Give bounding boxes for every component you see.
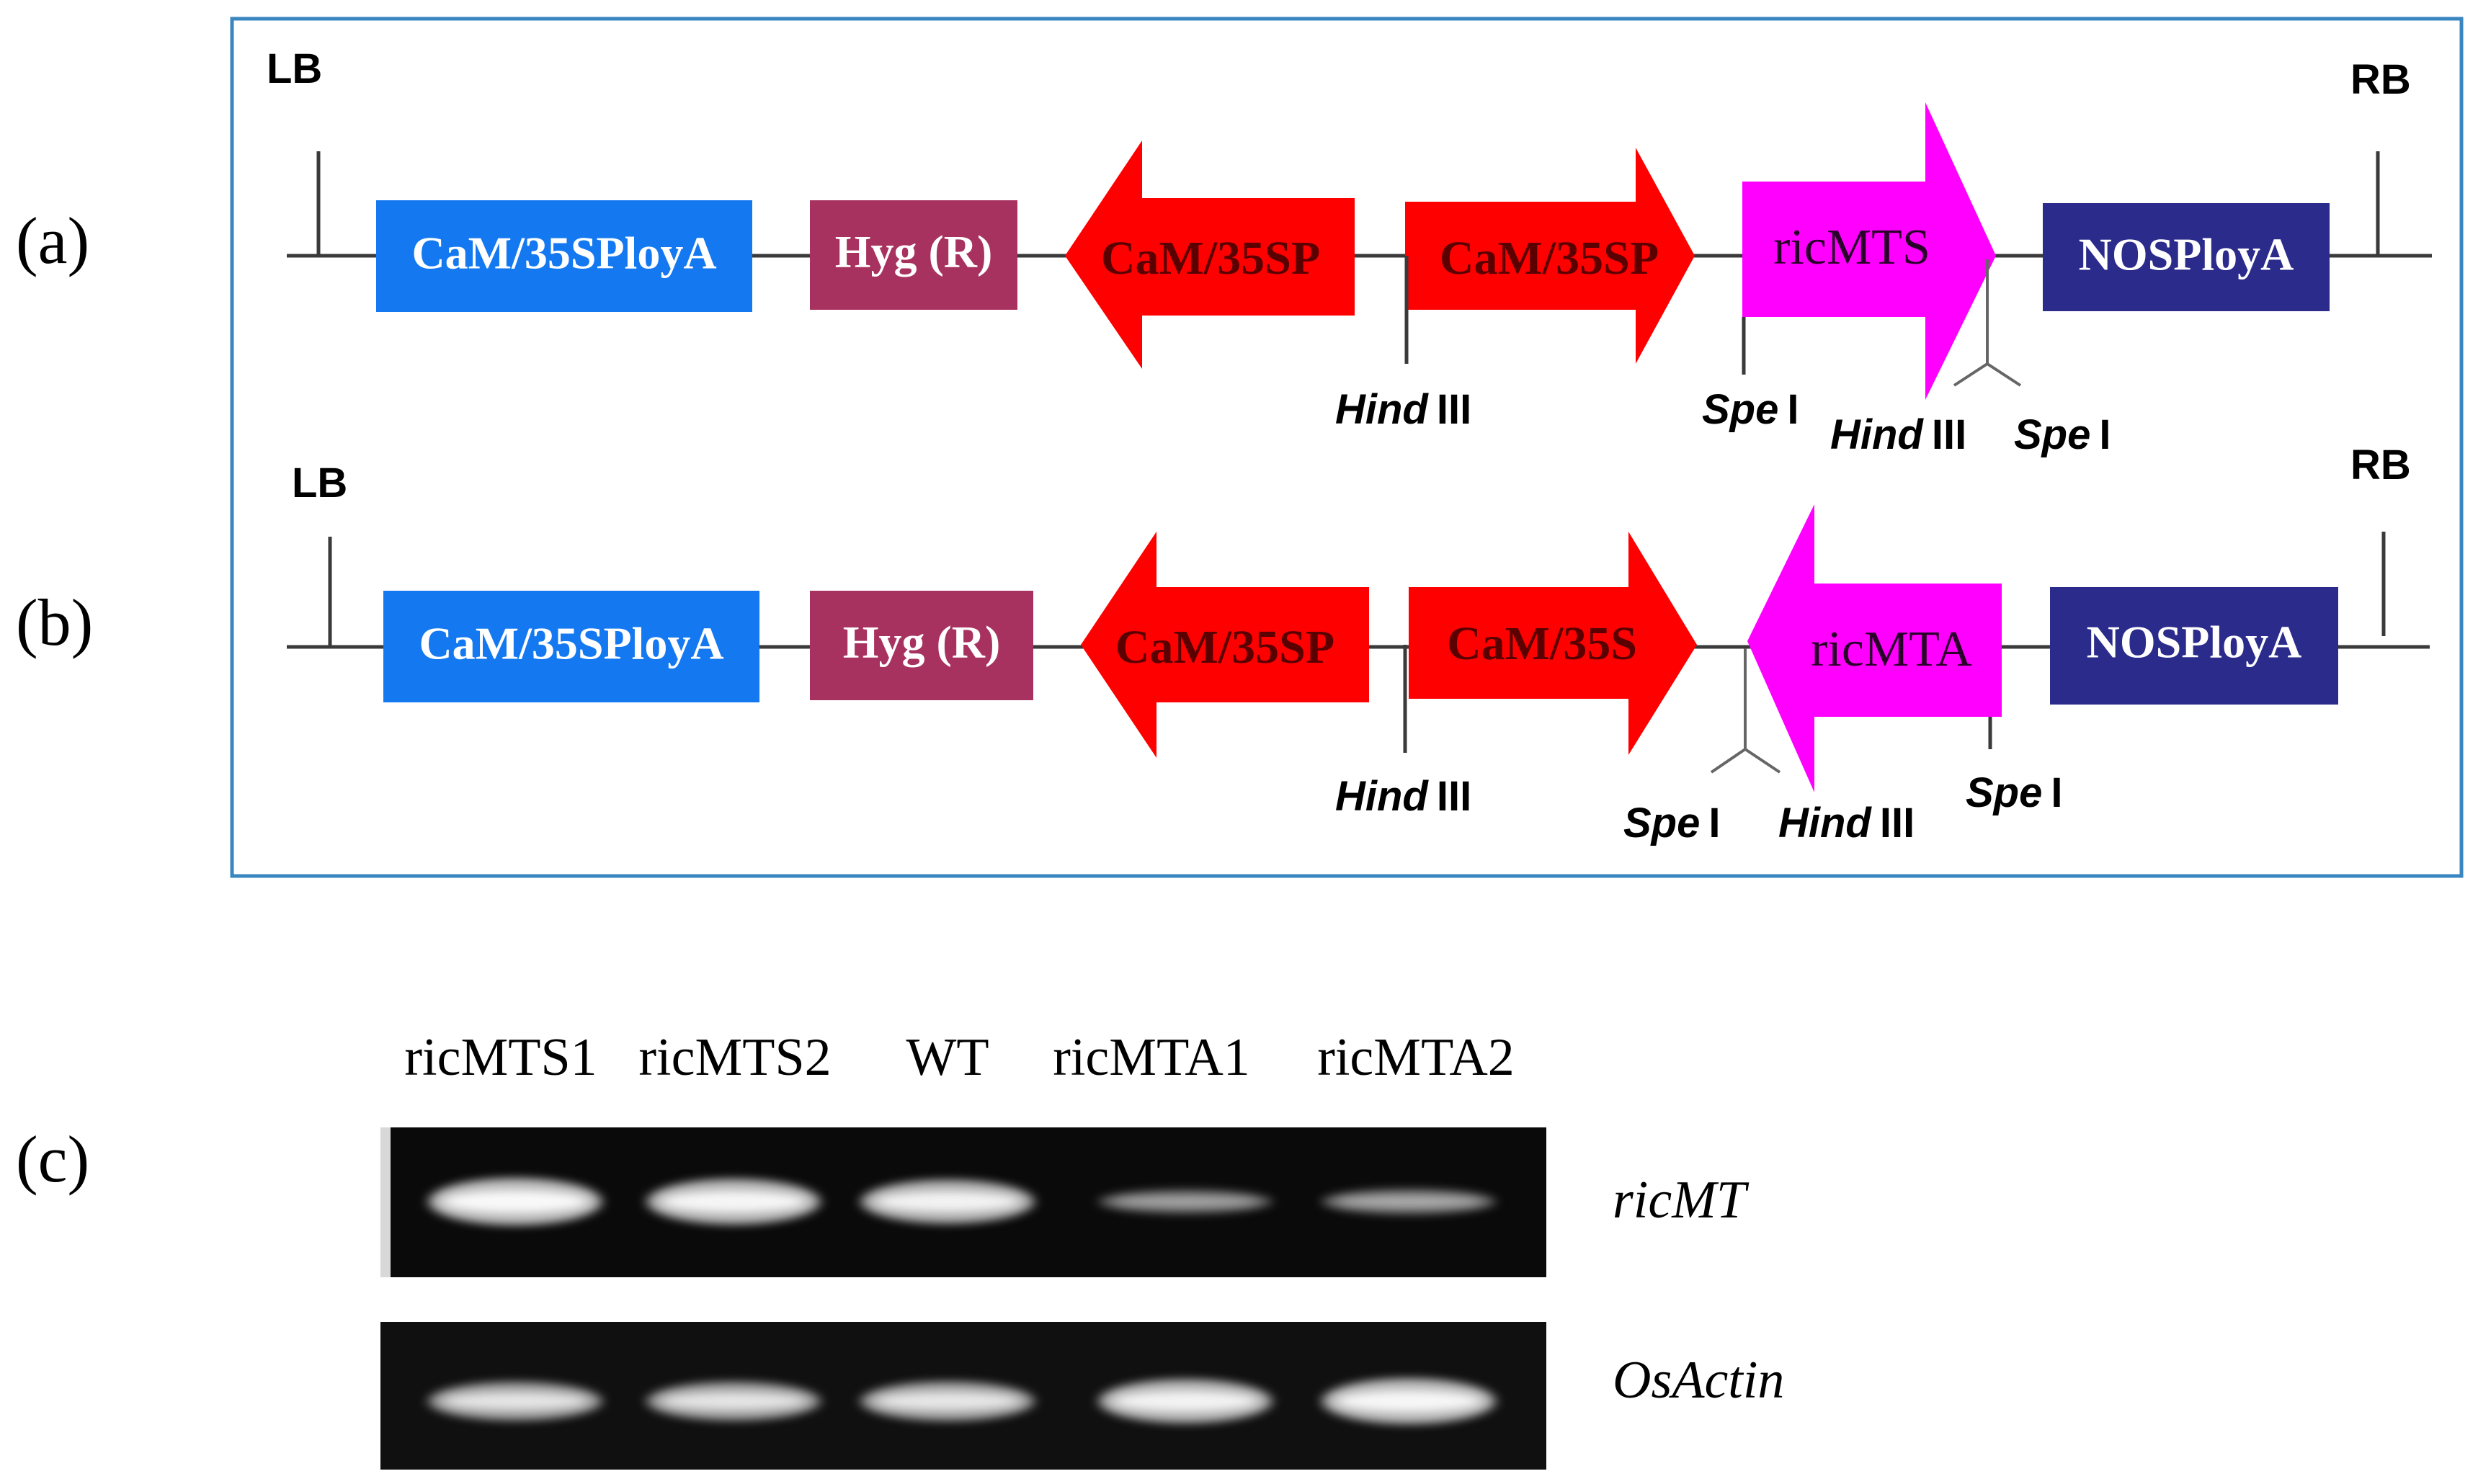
gel-band (1113, 1196, 1257, 1207)
promoter-arrow-right-a (1405, 148, 1695, 364)
row-label-ricmt: ricMT (1613, 1171, 1750, 1230)
terminator-box-a (376, 200, 752, 312)
gel-panel: ricMTS1 ricMTS2 WT ricMTA1 ricMTA2 ricMT… (380, 1028, 1784, 1470)
lane-label-0: ricMTS1 (404, 1028, 597, 1087)
hyg-label-b: Hyg (R) (843, 617, 1001, 668)
lane-label-4: ricMTA2 (1317, 1028, 1515, 1087)
nos-label-b: NOSPloyA (2087, 617, 2302, 668)
row-label-osactin: OsActin (1613, 1351, 1784, 1410)
gel-band (661, 1392, 806, 1411)
construct-a: LB RB CaM/35SPloyA Hyg (R) CaM/35SP CaM/… (267, 45, 2432, 458)
promoter-arrow-left-b (1081, 532, 1369, 758)
nos-box-b (2050, 587, 2338, 705)
promoter-arrow-left-a (1065, 140, 1355, 369)
panel-label-c: (c) (16, 1122, 89, 1196)
gel-bands (429, 1178, 1495, 1424)
right-border-label-a: RB (2350, 56, 2411, 103)
hyg-box-b (810, 591, 1033, 700)
promoter-right-label-a: CaM/35SP (1440, 232, 1659, 285)
panel-label-b: (b) (16, 586, 93, 659)
nos-box-a (2043, 203, 2330, 311)
terminator-label-a: CaM/35SPloyA (411, 228, 716, 279)
gel-band (1113, 1390, 1257, 1412)
terminator-label-b: CaM/35SPloyA (419, 618, 723, 669)
gel-band (875, 1392, 1020, 1411)
right-border-label-b: RB (2350, 442, 2411, 488)
gene-arrow-a (1742, 102, 1996, 400)
construct-b: LB RB CaM/35SPloyA Hyg (R) CaM/35SP CaM/… (287, 442, 2430, 846)
nos-label-a: NOSPloyA (2079, 229, 2294, 280)
hyg-label-a: Hyg (R) (835, 226, 993, 277)
lane-label-2: WT (906, 1028, 989, 1087)
gel-band (875, 1191, 1020, 1212)
lane-label-3: ricMTA1 (1053, 1028, 1250, 1087)
gene-label-a: ricMTS (1773, 220, 1930, 275)
site-tick-fork-a (1953, 259, 2022, 387)
gel-band (443, 1190, 587, 1213)
hyg-box-a (810, 200, 1017, 310)
lane-label-1: ricMTS2 (638, 1028, 831, 1087)
gene-arrow-b (1747, 504, 2002, 792)
promoter-arrow-right-b (1409, 532, 1697, 755)
construct-frame (230, 17, 2464, 878)
site-tick-fork-b (1710, 648, 1781, 774)
gene-label-b: ricMTA (1811, 622, 1972, 677)
panel-label-a: (a) (16, 204, 89, 277)
gel-band (661, 1191, 806, 1212)
gel-band (443, 1392, 587, 1411)
gel-band (1337, 1390, 1481, 1412)
promoter-left-label-a: CaM/35SP (1101, 232, 1320, 285)
promoter-left-label-b: CaM/35SP (1115, 621, 1334, 674)
terminator-box-b (383, 591, 759, 702)
promoter-right-label-b: CaM/35S (1447, 617, 1637, 670)
gel-strip-edge-ricmt (380, 1127, 391, 1277)
gel-band (1337, 1196, 1481, 1207)
left-border-label-b: LB (292, 460, 347, 506)
left-border-label-a: LB (267, 45, 322, 92)
